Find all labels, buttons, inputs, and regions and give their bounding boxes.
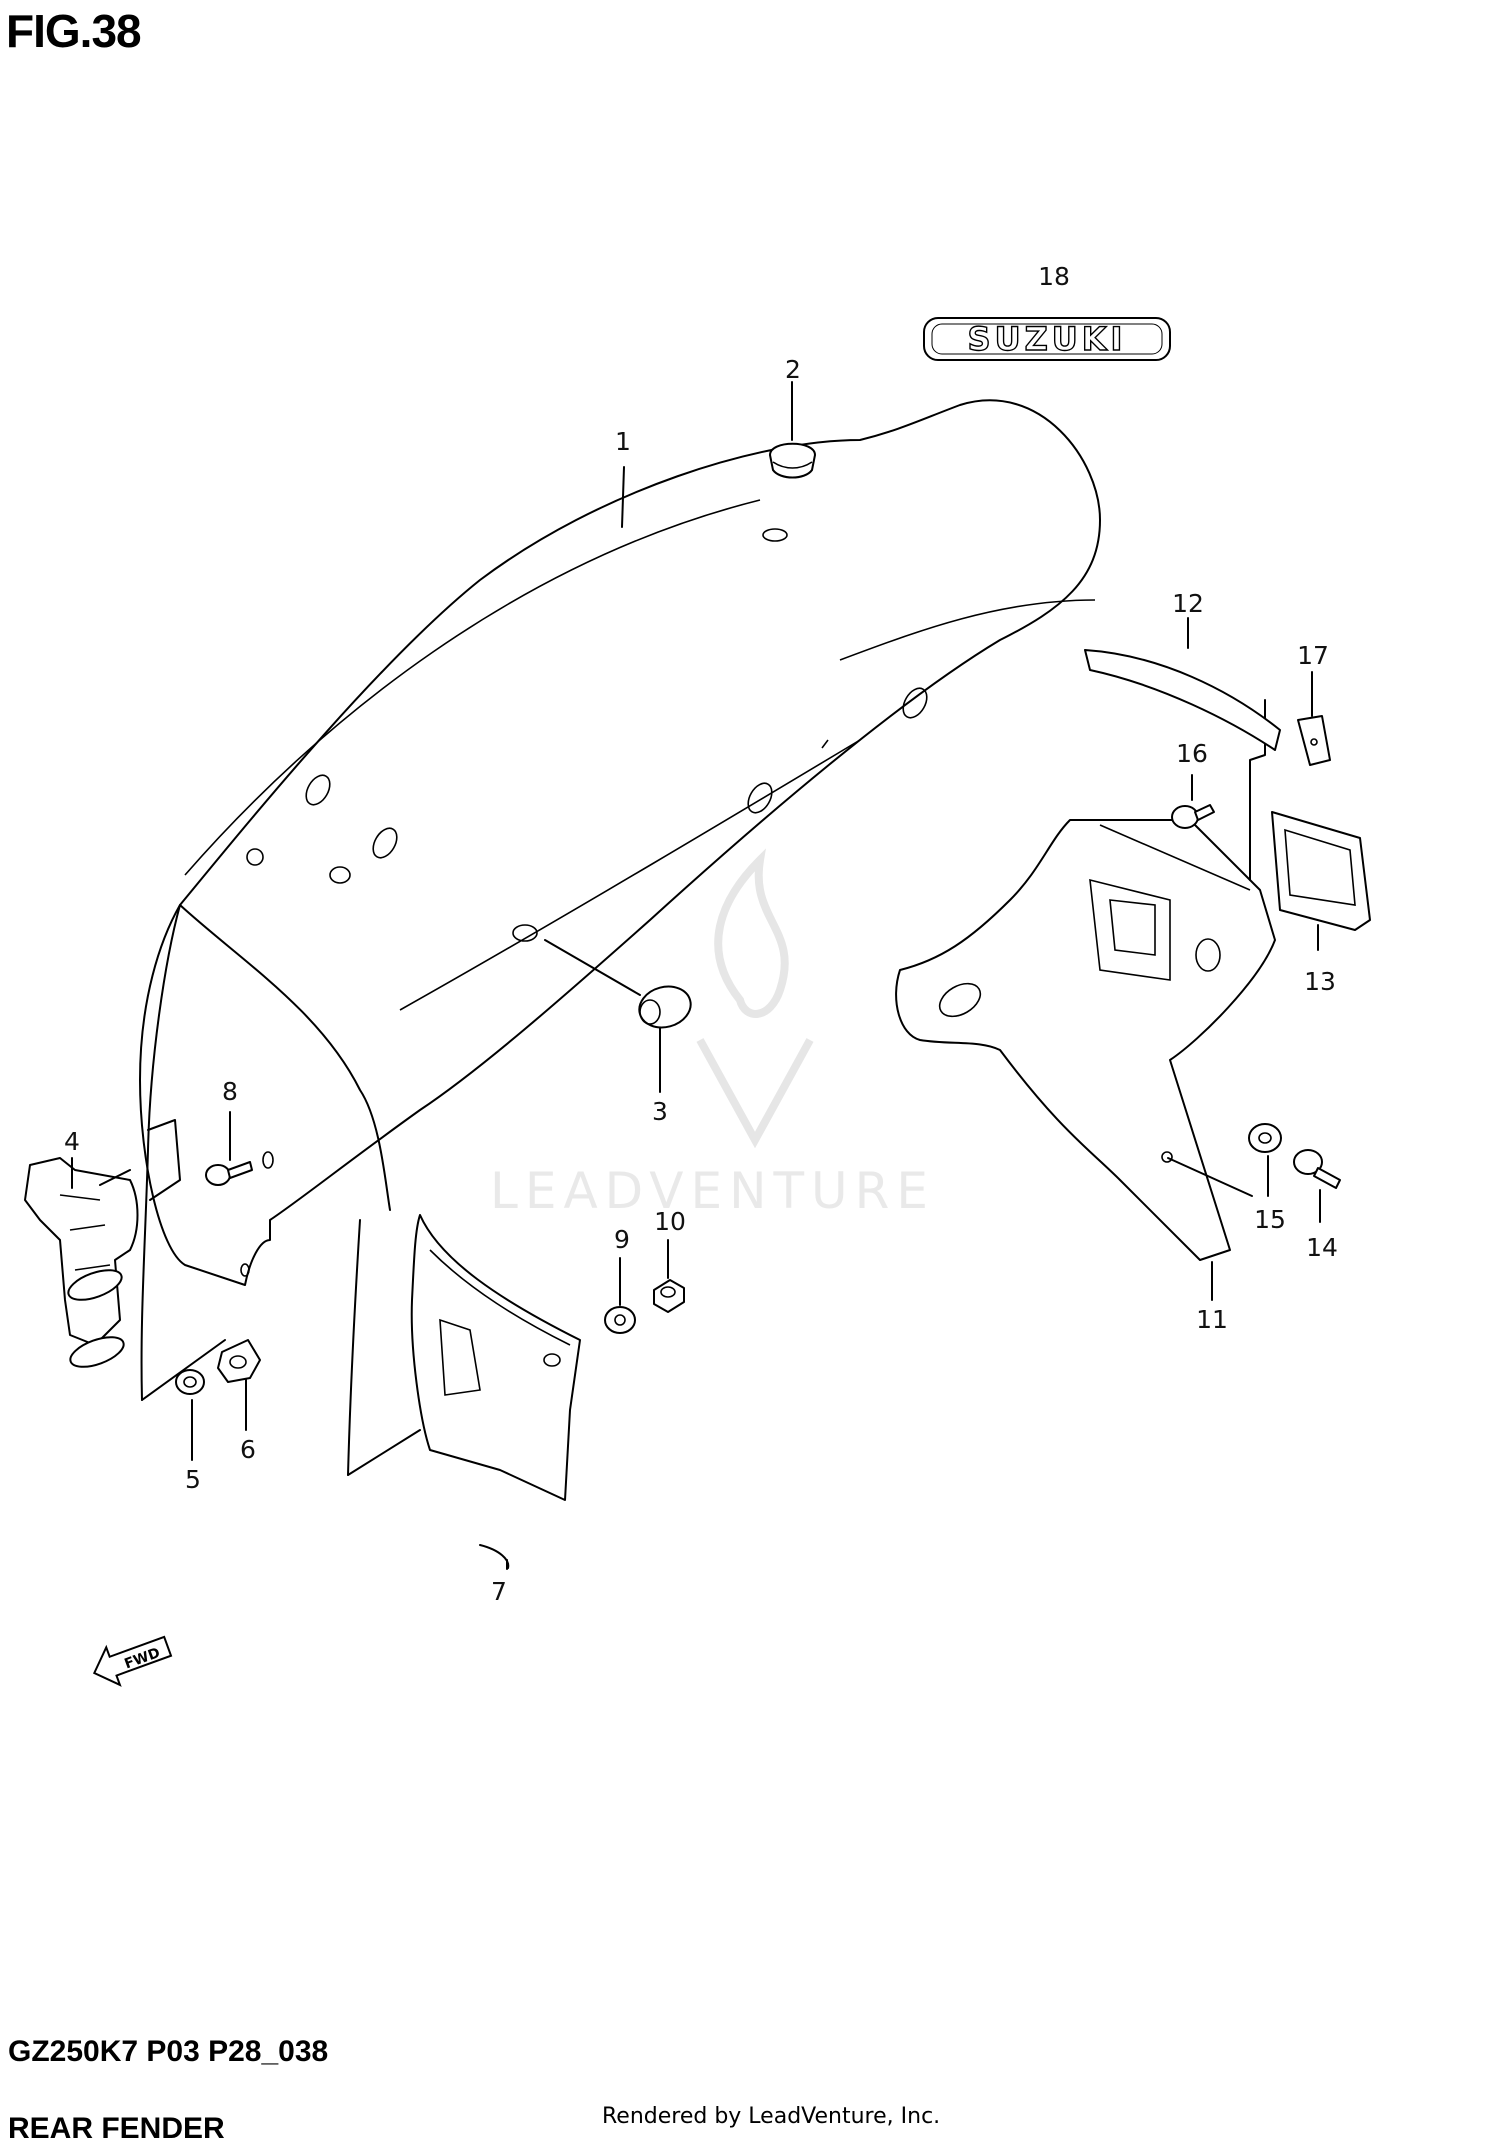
watermark-text: LEADVENTURE	[490, 1162, 935, 1220]
callout-9: 9	[614, 1225, 630, 1254]
screw-part-8	[205, 1161, 253, 1186]
bolt-part-16	[1171, 804, 1215, 829]
nut-part-5	[175, 1369, 205, 1395]
clip-part-17	[1297, 715, 1331, 766]
callout-3: 3	[652, 1097, 668, 1126]
model-code: GZ250K7 P03 P28_038	[8, 2035, 329, 2068]
emblem-text: SUZUKI	[968, 320, 1127, 358]
callout-10: 10	[654, 1207, 686, 1236]
watermark-logo	[696, 848, 814, 1149]
callout-1: 1	[615, 427, 631, 456]
render-credit: Rendered by LeadVenture, Inc.	[602, 2104, 941, 2129]
rear-fender-body	[139, 399, 1101, 1476]
fwd-arrow-icon: FWD	[92, 1635, 173, 1687]
callout-12: 12	[1172, 589, 1204, 618]
callout-16: 16	[1176, 739, 1208, 768]
lens-part-13	[1271, 811, 1371, 931]
callout-8: 8	[222, 1077, 238, 1106]
leader-lines	[71, 381, 1321, 1570]
callout-17: 17	[1297, 641, 1329, 670]
nut-part-10	[653, 1279, 685, 1313]
callout-15: 15	[1254, 1205, 1286, 1234]
callout-14: 14	[1306, 1233, 1338, 1262]
figure-title: FIG.38	[6, 5, 142, 57]
callout-6: 6	[240, 1435, 256, 1464]
callout-11: 11	[1196, 1305, 1228, 1334]
grommet-part-3	[544, 939, 692, 1029]
tail-bracket-part-11	[895, 699, 1276, 1261]
strip-part-12	[1084, 649, 1281, 751]
mudflap-part-7	[410, 1214, 581, 1569]
washer-part-15	[1248, 1123, 1282, 1153]
callout-labels: 1 2 3 4 5 6 7 8 9 10 11 12 13 14 15 16 1…	[64, 262, 1338, 1606]
bolt-part-14	[1293, 1149, 1341, 1189]
washer-part-9	[604, 1306, 636, 1334]
section-name: REAR FENDER	[8, 2112, 225, 2145]
callout-13: 13	[1304, 967, 1336, 996]
suzuki-emblem: SUZUKI	[923, 317, 1171, 361]
bracket-part-4	[24, 1157, 139, 1368]
callout-18: 18	[1038, 262, 1070, 291]
callout-4: 4	[64, 1127, 80, 1156]
nut-part-6	[217, 1339, 261, 1383]
callout-5: 5	[185, 1465, 201, 1494]
grommet-part-2	[769, 442, 816, 479]
callout-2: 2	[785, 355, 801, 384]
callout-7: 7	[491, 1577, 507, 1606]
